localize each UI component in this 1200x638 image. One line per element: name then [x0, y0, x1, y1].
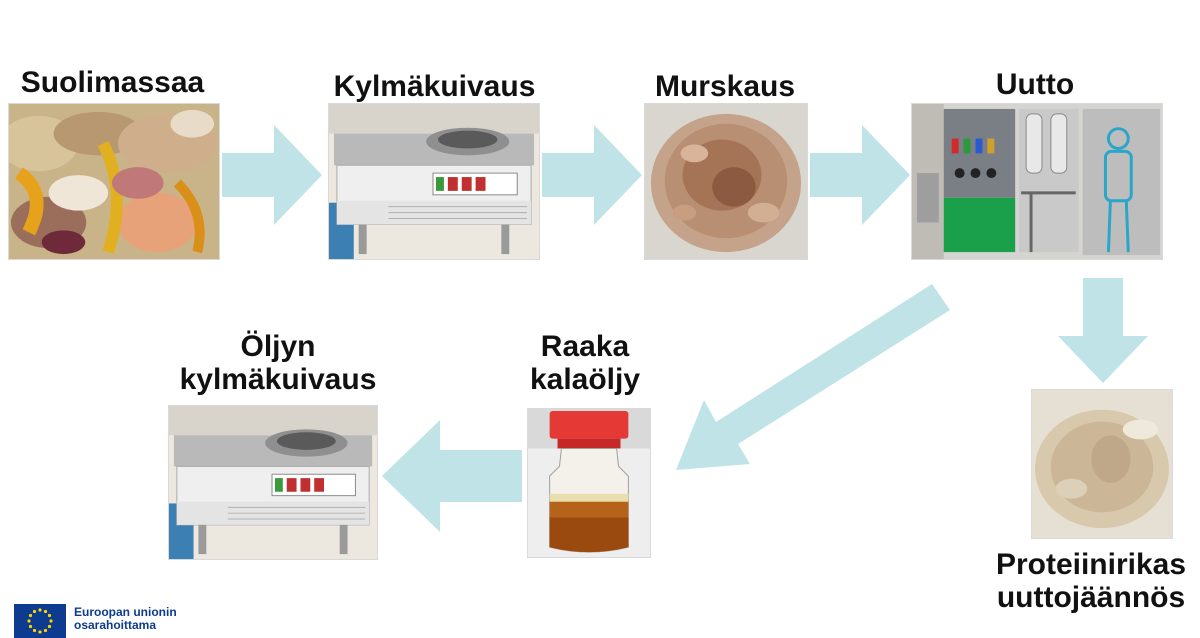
- step-label-kylmakuivaus: Kylmäkuivaus: [333, 70, 536, 103]
- photo-kylmakuivaus: [328, 103, 540, 260]
- eu-text-line1: Euroopan unionin: [74, 605, 177, 619]
- arrow-icon-suolimassaa-to-kylmakuivaus: [222, 125, 322, 225]
- step-label-raaka-line2: kalaöljy: [529, 363, 641, 396]
- photo-raaka-kalaoljy: [527, 408, 651, 558]
- step-label-proteiinirikas: Proteiinirikas uuttojäännös: [986, 548, 1196, 614]
- arrow-icon-uutto-to-proteiinirikas: [1058, 278, 1148, 383]
- arrow-icon-uutto-to-raaka-kalaoljy: [676, 284, 950, 470]
- step-label-raaka-kalaoljy: Raaka kalaöljy: [515, 330, 655, 396]
- arrow-icon-murskaus-to-uutto: [810, 125, 910, 225]
- arrow-icon-raaka-kalaoljy-to-oljyn-kylmakuivaus: [382, 420, 522, 532]
- step-label-suolimassaa: Suolimassaa: [20, 66, 205, 99]
- eu-flag-icon: [14, 604, 66, 638]
- step-label-oljyn-kylmakuivaus: Öljyn kylmäkuivaus: [168, 330, 388, 396]
- photo-suolimassaa: [8, 103, 220, 260]
- photo-oljyn-kylmakuivaus: [168, 405, 378, 560]
- eu-logo: Euroopan unionin osarahoittama: [14, 604, 177, 638]
- eu-funding-text: Euroopan unionin osarahoittama: [74, 606, 177, 632]
- eu-text-line2: osarahoittama: [74, 618, 157, 632]
- photo-proteiinirikas: [1031, 389, 1173, 539]
- photo-murskaus: [644, 103, 808, 260]
- step-label-raaka-line1: Raaka: [540, 330, 630, 363]
- step-label-oljyn-line1: Öljyn: [240, 330, 316, 363]
- step-label-uutto: Uutto: [995, 68, 1075, 101]
- arrow-icon-kylmakuivaus-to-murskaus: [542, 125, 642, 225]
- step-label-oljyn-line2: kylmäkuivaus: [179, 363, 377, 396]
- photo-uutto: [911, 103, 1163, 260]
- step-label-protein-line1: Proteiinirikas: [995, 548, 1187, 581]
- step-label-protein-line2: uuttojäännös: [996, 581, 1186, 614]
- step-label-murskaus: Murskaus: [654, 70, 796, 103]
